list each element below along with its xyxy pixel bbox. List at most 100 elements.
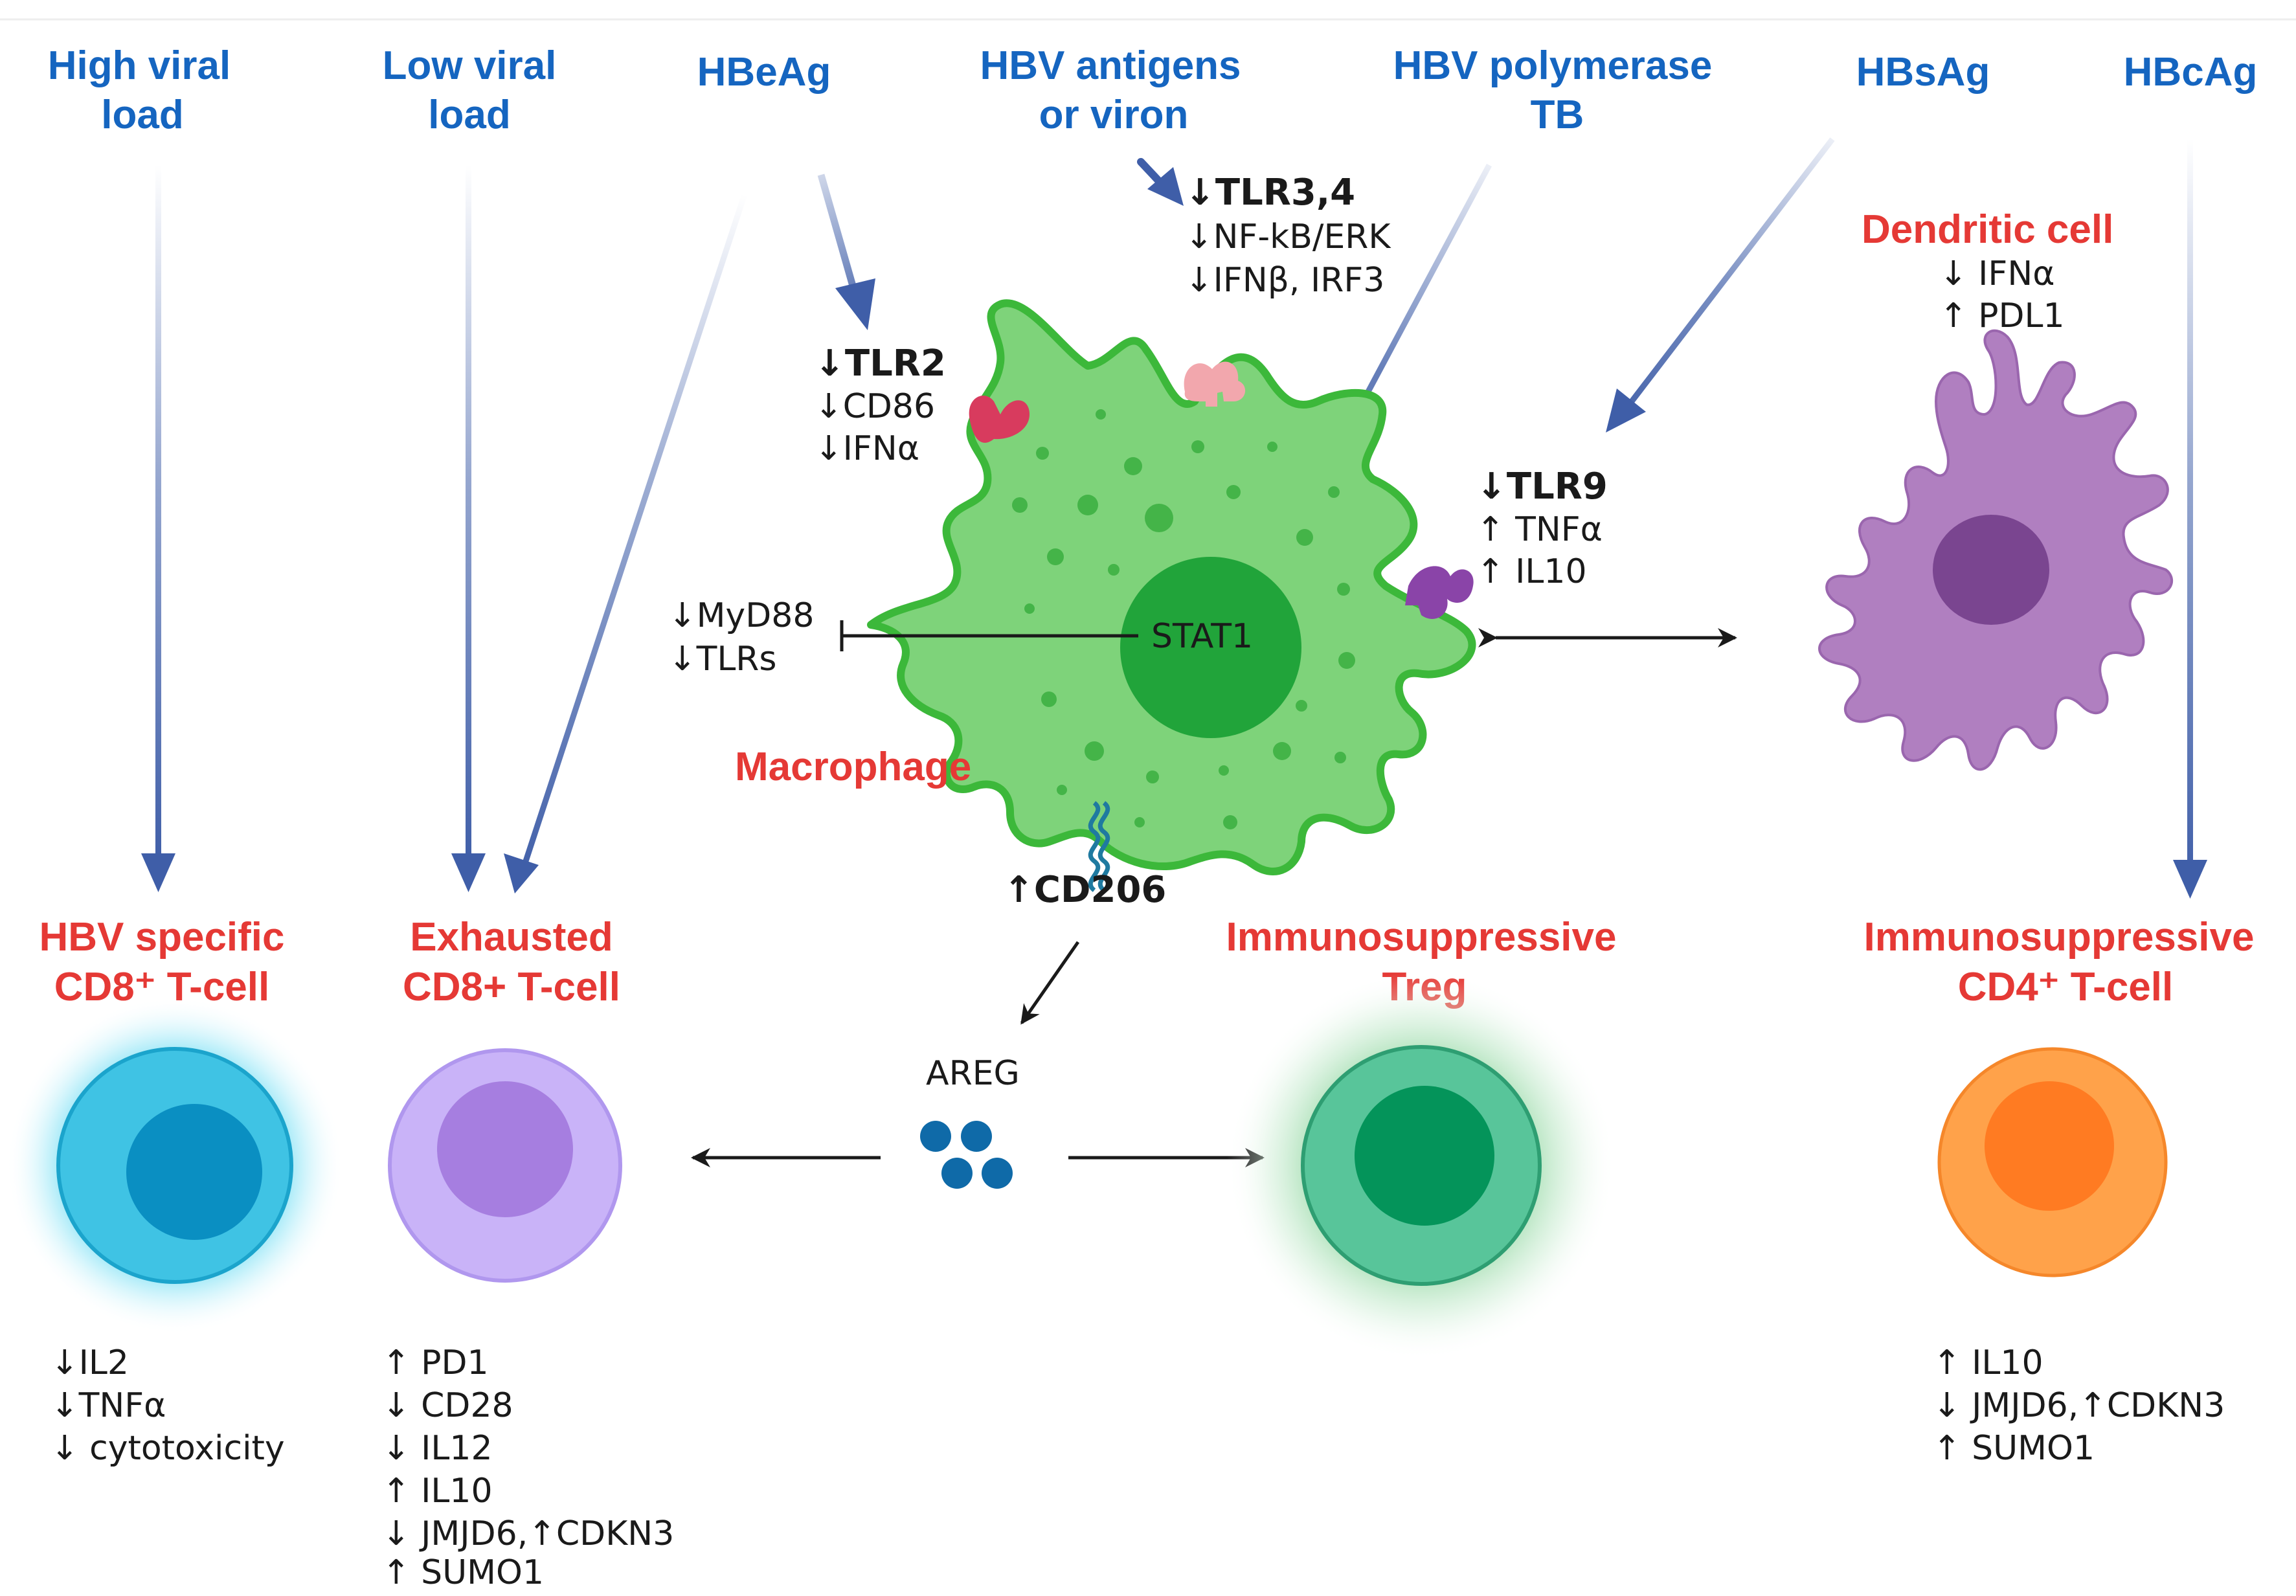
cd8-specific-marker: ↓ cytotoxicity — [51, 1429, 285, 1468]
granule — [1338, 652, 1355, 669]
stimulus-label-line: High viral — [48, 43, 231, 88]
stat1-label: STAT1 — [1151, 617, 1253, 656]
granule — [1296, 700, 1307, 712]
cd8-exhausted-marker: ↓ JMJD6,↑CDKN3 — [382, 1514, 674, 1553]
granule — [1047, 548, 1064, 565]
granule — [1124, 457, 1142, 475]
stimulus-low-viral-load: Low viral load — [383, 43, 557, 137]
granule — [1024, 603, 1035, 614]
cd8-exhausted-marker: ↑ SUMO1 — [382, 1553, 544, 1592]
areg-label: AREG — [926, 1054, 1020, 1093]
cd8-exhausted-marker: ↓ IL12 — [382, 1429, 493, 1468]
cd206-coil — [1097, 801, 1110, 892]
stimulus-label-line: Low viral — [383, 43, 557, 88]
granule — [1267, 442, 1277, 452]
marker-line: ↑ TNFα — [1476, 510, 1603, 549]
stimulus-hbv-antigens: HBV antigens or viron — [980, 43, 1241, 137]
arrow-hbsag-to-tlr9-head — [1606, 388, 1646, 433]
stimulus-label-line: load — [101, 93, 183, 137]
granule — [1223, 815, 1237, 829]
dendritic-nucleus — [1933, 515, 2049, 625]
cd206-label: ↑CD206 — [1004, 869, 1166, 911]
marker-line: ↓MyD88 — [668, 596, 814, 635]
granule — [1096, 409, 1106, 420]
stimulus-hbcag: HBcAg — [2124, 50, 2258, 95]
cd8-specific-name-line: HBV specific — [39, 915, 284, 960]
arrow-hbeag-to-exhausted — [523, 193, 748, 862]
arrow-high-viral-head — [141, 853, 175, 892]
macrophage-name: Macrophage — [735, 745, 971, 789]
granule — [1036, 447, 1049, 460]
arrow-hbeag-to-tlr2-head — [835, 278, 875, 330]
granule — [1226, 485, 1241, 499]
stimulus-high-viral-load: High viral load — [48, 43, 231, 137]
cd8-exhausted-nucleus — [437, 1081, 573, 1217]
cd4-name-line: CD4⁺ T-cell — [1958, 965, 2174, 1009]
tlr9-receptor-shape — [1405, 566, 1474, 619]
cd8-specific-cell: HBV specific CD8⁺ T-cell ↓IL2 ↓TNFα ↓ cy… — [6, 915, 343, 1468]
cd8-exhausted-name-line: CD8+ T-cell — [403, 965, 620, 1009]
granule — [1219, 765, 1229, 776]
arrow-hbcag-shaft — [2187, 139, 2193, 890]
dendritic-marker: ↓ IFNα — [1939, 254, 2055, 293]
areg-dot — [941, 1158, 973, 1189]
stimulus-label-line: HBcAg — [2124, 50, 2258, 95]
arrow-hbsag-to-tlr9 — [1629, 137, 1835, 403]
granule — [1146, 770, 1159, 783]
tlr9-markers: ↓TLR9 ↑ TNFα ↑ IL10 — [1476, 466, 1608, 591]
granule — [1057, 785, 1067, 795]
cd4-marker: ↑ SUMO1 — [1933, 1429, 2095, 1468]
marker-line: ↓TLRs — [668, 640, 777, 679]
tlr9-receptor-icon — [1405, 566, 1474, 619]
stimulus-label-line: HBsAg — [1856, 50, 1990, 95]
tlr34-receptor-stem — [1206, 388, 1217, 407]
cd4-nucleus — [1985, 1081, 2114, 1211]
areg-dot — [961, 1121, 992, 1152]
stimulus-label-line: TB — [1531, 93, 1584, 137]
cd206-coil — [1088, 801, 1101, 892]
tlr34-markers: ↓TLR3,4 ↓NF-kB/ERK ↓IFNβ, IRF3 — [1185, 172, 1391, 300]
stimulus-label-line: HBV polymerase — [1393, 43, 1713, 88]
granule — [1328, 486, 1340, 498]
marker-line: ↓IFNα — [815, 429, 919, 468]
cd8-exhausted-name-line: Exhausted — [410, 915, 613, 960]
arrow-low-viral-head — [451, 853, 486, 892]
tlr2-receptor-shape — [969, 396, 1030, 443]
granule — [1012, 497, 1028, 513]
cd8-exhausted-cell: Exhausted CD8+ T-cell ↑ PD1 ↓ CD28 ↓ IL1… — [382, 915, 674, 1592]
areg-dot — [920, 1121, 951, 1152]
marker-line: ↓TLR3,4 — [1185, 172, 1355, 214]
inhibit-left-markers: ↓MyD88 ↓TLRs — [668, 596, 814, 679]
marker-line: ↓TLR9 — [1476, 466, 1608, 508]
granule — [1041, 691, 1057, 707]
arrow-antigens-to-tlr34-head — [1147, 167, 1184, 206]
granule — [1085, 741, 1104, 761]
marker-line: ↑ IL10 — [1476, 552, 1587, 591]
cd8-specific-marker: ↓IL2 — [51, 1343, 129, 1382]
tlr34-receptor-shape — [1184, 361, 1246, 401]
arrow-antigens-to-tlr34 — [1137, 158, 1164, 186]
arrow-cd206-to-areg — [1020, 941, 1080, 1025]
arrow-hbcag-head — [2173, 860, 2207, 899]
stimulus-hbeag: HBeAg — [697, 50, 831, 95]
granule — [1191, 440, 1204, 453]
tlr2-markers: ↓TLR2 ↓CD86 ↓IFNα — [815, 343, 946, 468]
treg-nucleus — [1355, 1086, 1494, 1226]
cd4-marker: ↑ IL10 — [1933, 1343, 2043, 1382]
cd4-cell: Immunosuppressive CD4⁺ T-cell ↑ IL10 ↓ J… — [1864, 915, 2255, 1468]
cd8-specific-nucleus — [126, 1104, 262, 1240]
macrophage-cell: STAT1 Macrophage — [735, 299, 1476, 892]
marker-line: ↓CD86 — [815, 387, 935, 426]
dendritic-marker: ↑ PDL1 — [1939, 297, 2065, 335]
cd8-exhausted-marker: ↑ PD1 — [382, 1343, 489, 1382]
granule — [1108, 564, 1120, 576]
granule — [1296, 529, 1313, 546]
marker-line: ↓TLR2 — [815, 343, 946, 385]
cd4-marker: ↓ JMJD6,↑CDKN3 — [1933, 1386, 2225, 1425]
arrow-high-viral-shaft — [155, 165, 161, 864]
marker-line: ↓IFNβ, IRF3 — [1185, 261, 1384, 300]
stimulus-label-line: HBeAg — [697, 50, 831, 95]
stimulus-hbv-polymerase: HBV polymerase TB — [1393, 43, 1713, 137]
